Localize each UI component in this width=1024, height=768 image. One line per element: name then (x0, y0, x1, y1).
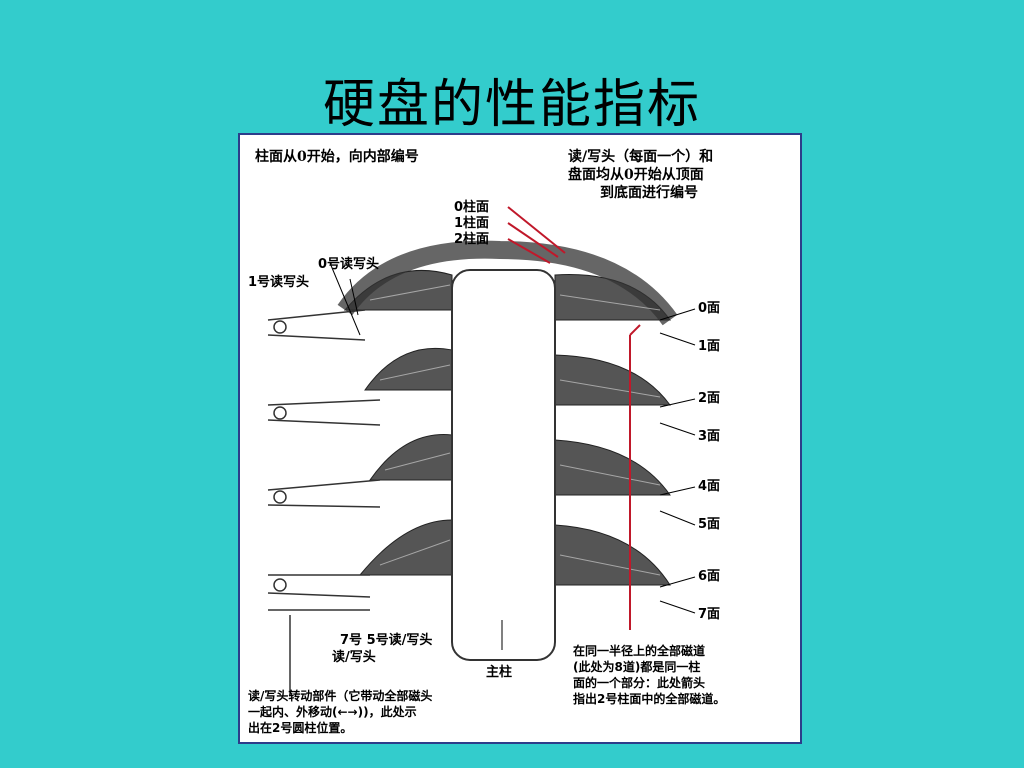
surface-label-0: 0面 (698, 301, 721, 316)
actuator-caption-line3: 出在2号圆柱位置。 (248, 721, 353, 735)
platter-3-right (554, 524, 671, 586)
head-label-1: 1号读写头 (248, 275, 310, 290)
cylinder-label-2: 2柱面 (454, 232, 490, 247)
spindle-label: 主柱 (486, 665, 513, 680)
head-label-0: 0号读写头 (318, 257, 380, 272)
cylinder-caption-line4: 指出2号柱面中的全部磁道。 (573, 692, 726, 706)
cylinder-caption-line1: 在同一半径上的全部磁道 (573, 644, 706, 658)
surface-label-7: 7面 (698, 607, 721, 622)
cylinder-caption-line3: 面的一个部分：此处箭头 (573, 676, 706, 690)
bottom-head-label-line2: 读/写头 (332, 650, 376, 665)
actuator-caption-line1: 读/写头转动部件（它带动全部磁头 (248, 689, 433, 703)
surface-label-2: 2面 (698, 391, 721, 406)
top-right-caption-line2: 盘面均从0开始从顶面 (568, 167, 704, 183)
surface-label-4: 4面 (698, 479, 721, 494)
platter-top-arc (337, 240, 678, 326)
surface-label-6: 6面 (698, 569, 721, 584)
spindle (451, 269, 556, 661)
platter-1-left (364, 347, 453, 391)
top-left-caption: 柱面从0开始，向内部编号 (255, 149, 419, 165)
disk-diagram: 柱面从0开始，向内部编号 读/写头（每面一个）和 盘面均从0开始从顶面 到底面进… (238, 133, 802, 744)
surface-label-1: 1面 (698, 339, 721, 354)
surface-label-5: 5面 (698, 517, 721, 532)
disk-diagram-drawing (267, 206, 696, 695)
surface-label-3: 3面 (698, 429, 721, 444)
actuator-caption-line2: 一起内、外移动(←→))，此处示 (248, 705, 417, 719)
platter-1-right (554, 354, 671, 406)
slide-title: 硬盘的性能指标 (322, 75, 701, 135)
top-right-caption-line1: 读/写头（每面一个）和 (568, 149, 714, 165)
cylinder-label-1: 1柱面 (454, 216, 490, 231)
top-right-caption-line3: 到底面进行编号 (600, 185, 698, 201)
platter-3-left (358, 519, 453, 576)
bottom-head-label-line1: 7号 5号读/写头 (340, 633, 433, 648)
cylinder-caption-line2: (此处为8道)都是同一柱 (573, 660, 701, 674)
cylinder-label-0: 0柱面 (454, 200, 490, 215)
platter-2-left (369, 434, 453, 481)
